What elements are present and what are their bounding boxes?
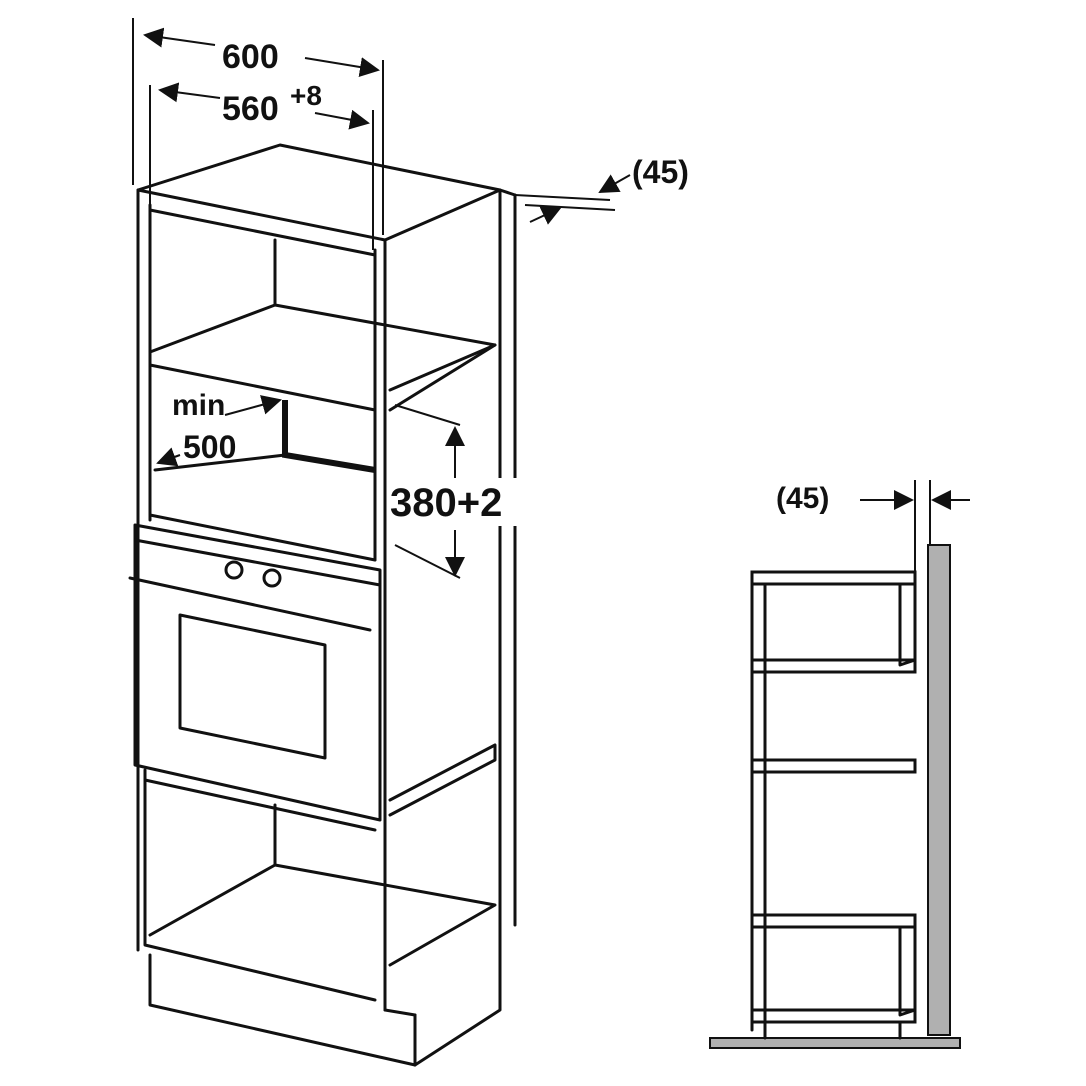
rear-gap-top-label: (45) (632, 154, 689, 190)
niche-height-label: 380+2 (390, 481, 502, 525)
min-depth-label: 500 (183, 429, 236, 465)
min-label: min (172, 389, 225, 422)
side-view (709, 480, 970, 1049)
niche-width-label: 560 (222, 90, 279, 128)
overall-width-label: 600 (222, 38, 279, 76)
wall (927, 544, 951, 1036)
dimension-lines (132, 18, 631, 579)
rear-gap-side-label: (45) (776, 482, 829, 515)
floor (709, 1037, 961, 1049)
tall-cabinet (128, 143, 517, 1067)
niche-width-tolerance: +8 (290, 80, 322, 111)
